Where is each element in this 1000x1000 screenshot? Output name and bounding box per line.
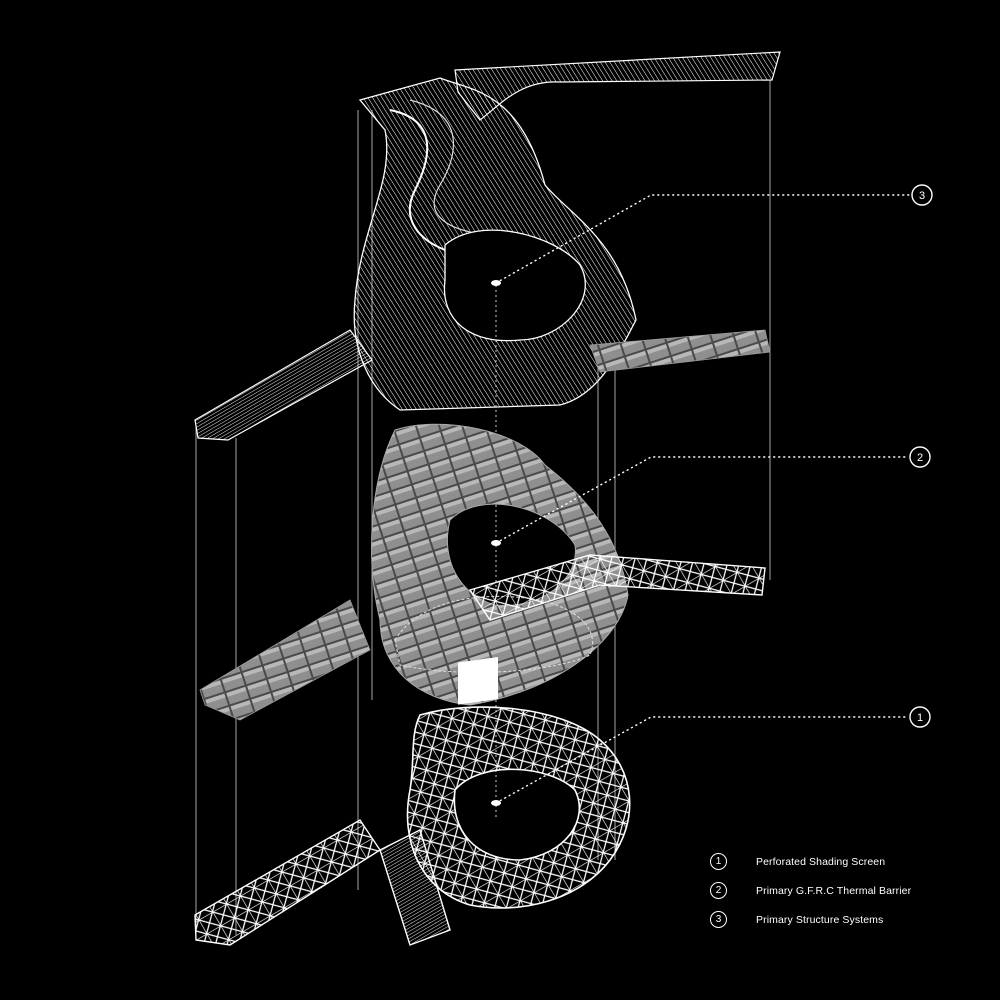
callout-number: 1 — [917, 712, 923, 724]
legend-number: 1 — [710, 853, 727, 870]
middle-layer-right-truss — [468, 554, 766, 621]
legend-label: Primary Structure Systems — [756, 913, 884, 926]
legend-item: 2 Primary G.F.R.C Thermal Barrier — [710, 881, 970, 900]
legend-item: 1 Perforated Shading Screen — [710, 852, 970, 871]
callout-badge-2: 2 — [909, 446, 931, 468]
legend-number: 2 — [710, 882, 727, 899]
callout-badge-1: 1 — [909, 706, 931, 728]
bottom-layer-left-ramp — [194, 819, 381, 946]
top-layer-curl-inner — [409, 99, 471, 233]
middle-layer-left-arm — [199, 599, 371, 721]
legend-number: 3 — [710, 911, 727, 928]
callout-number: 3 — [919, 190, 925, 202]
bottom-layer-central-ramp — [379, 829, 451, 946]
callout-number: 2 — [917, 452, 923, 464]
top-layer-left-arm — [194, 329, 373, 441]
callout-badge-3: 3 — [911, 184, 933, 206]
legend: 1 Perforated Shading Screen 2 Primary G.… — [710, 852, 970, 939]
bottom-layer-white-panel — [458, 657, 498, 705]
bottom-layer-ring-truss — [406, 706, 631, 909]
top-layer-structure — [194, 51, 781, 441]
top-layer-ring — [353, 77, 637, 411]
top-layer-curl — [389, 109, 446, 251]
bottom-layer-frame — [194, 657, 631, 946]
legend-label: Perforated Shading Screen — [756, 855, 886, 868]
legend-item: 3 Primary Structure Systems — [710, 910, 970, 929]
legend-label: Primary G.F.R.C Thermal Barrier — [756, 884, 912, 897]
callout-anchors — [491, 280, 501, 806]
middle-layer-thermal-barrier — [199, 329, 771, 721]
middle-layer-top-arm — [589, 329, 771, 373]
callout-leaders — [495, 194, 911, 804]
